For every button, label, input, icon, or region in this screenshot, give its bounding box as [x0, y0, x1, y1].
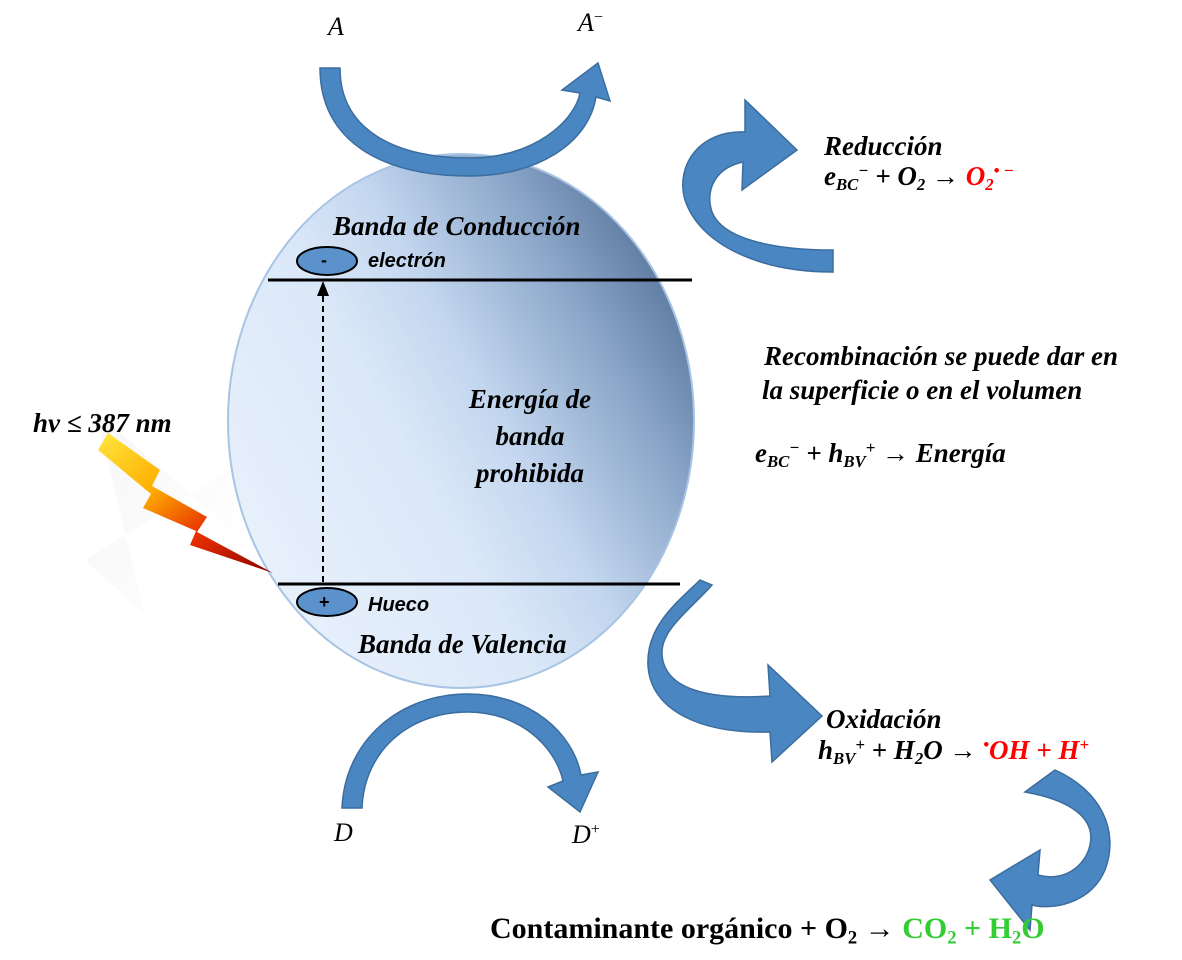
electron-oval — [296, 246, 358, 276]
acceptor-reduced-label: A− — [578, 8, 603, 38]
superoxide-sub: 2 — [985, 175, 994, 195]
top-curved-arrow — [319, 61, 612, 177]
electron-label: electrón — [368, 250, 446, 272]
hole-oval — [296, 587, 358, 617]
lightning-bolt-icon — [98, 433, 273, 573]
excitation-arrowhead — [317, 281, 329, 296]
hydroxyl-text: OH + H — [989, 735, 1080, 766]
acceptor-reduced-charge: − — [593, 9, 603, 27]
oxid-water-sub: 2 — [914, 749, 924, 769]
oxidation-arrow — [647, 579, 824, 764]
mineralization-equation: Contaminante orgánico + O2 → CO2 + H2O — [490, 912, 1045, 950]
recomb-electron-sub: BC — [766, 452, 790, 472]
mineralization-arrow — [988, 769, 1111, 932]
superoxide-product: O2• − — [965, 161, 1014, 195]
semiconductor-particle — [227, 153, 695, 689]
bottom-curved-arrow — [341, 693, 600, 814]
mineral-reactant: Contaminante orgánico + O — [490, 912, 848, 945]
superoxide-o: O — [965, 161, 986, 192]
recombination-line-1: Recombinación se puede dar en — [764, 341, 1118, 371]
recomb-electron: e — [755, 438, 767, 469]
oxid-water-o: O — [923, 735, 943, 766]
recomb-hole: h — [828, 438, 844, 469]
oxid-plus: + — [864, 735, 894, 766]
band-gap-line-3: prohibida — [475, 458, 585, 488]
conduction-band-label: Banda de Conducción — [333, 211, 581, 241]
mineral-reactant-sub: 2 — [847, 927, 858, 949]
recomb-hole-sub: BV — [843, 452, 866, 472]
recomb-arrow-symbol: → — [875, 438, 916, 469]
donor-oxidized-label: D+ — [572, 820, 600, 850]
mineral-products: CO2 + H2O — [902, 912, 1045, 949]
acceptor-reduced-letter: A — [578, 8, 594, 37]
donor-label: D — [334, 818, 353, 847]
recombination-equation: eBC− + hBV+ → Energía — [755, 438, 1006, 472]
mineral-co2-sub: 2 — [947, 927, 957, 949]
valence-band-label: Banda de Valencia — [358, 629, 567, 659]
reduction-plus: + — [868, 161, 898, 192]
reduction-oxygen-sub: 2 — [916, 175, 926, 195]
oxid-arrow-symbol: → — [942, 735, 984, 766]
acceptor-label: A — [328, 12, 344, 41]
donor-oxidized-charge: + — [590, 821, 600, 839]
oxid-hole-sub: BV — [833, 749, 856, 769]
recombination-line-2: la superficie o en el volumen — [762, 375, 1083, 405]
reduction-electron-sub: BC — [835, 175, 859, 195]
hole-label: Hueco — [368, 594, 430, 616]
mineral-arrow-symbol: → — [857, 912, 903, 945]
hydroxyl-dot: • — [983, 735, 990, 754]
reduction-arrow-symbol: → — [925, 161, 966, 192]
oxid-hole: h — [818, 735, 834, 766]
mineral-h2o-sub: 2 — [1011, 927, 1022, 949]
recomb-plus: + — [799, 438, 829, 469]
proton-charge: + — [1079, 735, 1089, 754]
electron-sign: - — [321, 250, 327, 270]
band-gap-label: Energía de banda prohibida — [440, 381, 620, 492]
band-gap-line-2: banda — [495, 421, 565, 451]
hole-sign: + — [319, 592, 330, 612]
reduction-electron: e — [824, 161, 836, 192]
mineral-h2o-o: O — [1021, 912, 1045, 945]
reduction-electron-charge: − — [858, 161, 869, 180]
oxid-hole-charge: + — [855, 735, 865, 754]
hydroxyl-product: •OH + H+ — [983, 735, 1089, 765]
oxidation-equation: hBV+ + H2O → •OH + H+ — [818, 735, 1089, 769]
recomb-hole-charge: + — [865, 438, 876, 457]
reduction-oxygen: O — [897, 161, 917, 192]
recomb-product: Energía — [915, 438, 1006, 469]
superoxide-sup: • − — [993, 161, 1014, 180]
donor-oxidized-letter: D — [572, 820, 591, 849]
light-wavelength-label: hv ≤ 387 nm — [33, 408, 172, 438]
oxid-water-h: H — [893, 735, 915, 766]
mineral-co2: CO — [902, 912, 948, 945]
reduction-equation: eBC− + O2 → O2• − — [824, 161, 1014, 195]
reduction-title: Reducción — [824, 131, 943, 161]
band-gap-line-1: Energía de — [468, 384, 592, 414]
recomb-electron-charge: − — [789, 438, 800, 457]
reduction-arrow — [682, 98, 834, 273]
oxidation-title: Oxidación — [826, 704, 942, 734]
mineral-plus-h: + H — [956, 912, 1012, 945]
